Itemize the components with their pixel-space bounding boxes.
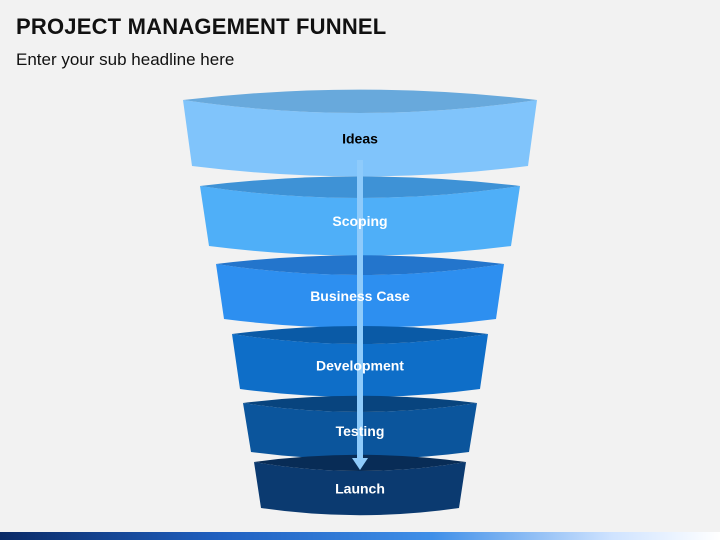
funnel-stage-body [183, 100, 537, 177]
funnel-stage-label: Testing [336, 423, 385, 439]
footer-accent-bar [0, 532, 720, 540]
funnel-stage-label: Scoping [332, 213, 387, 229]
funnel-stage-rim [183, 89, 537, 113]
page-title: PROJECT MANAGEMENT FUNNEL [16, 14, 387, 39]
funnel-connector-arrow [352, 458, 368, 470]
funnel-stage-label: Ideas [342, 131, 378, 147]
funnel-stage-label: Development [316, 358, 404, 374]
funnel-stage-ideas [183, 89, 537, 177]
funnel-stage-body [254, 462, 466, 516]
page-subtitle: Enter your sub headline here [16, 50, 235, 69]
funnel-connector-line [357, 160, 363, 462]
funnel-stage-label: Business Case [310, 288, 410, 304]
funnel-stage-label: Launch [335, 481, 385, 497]
